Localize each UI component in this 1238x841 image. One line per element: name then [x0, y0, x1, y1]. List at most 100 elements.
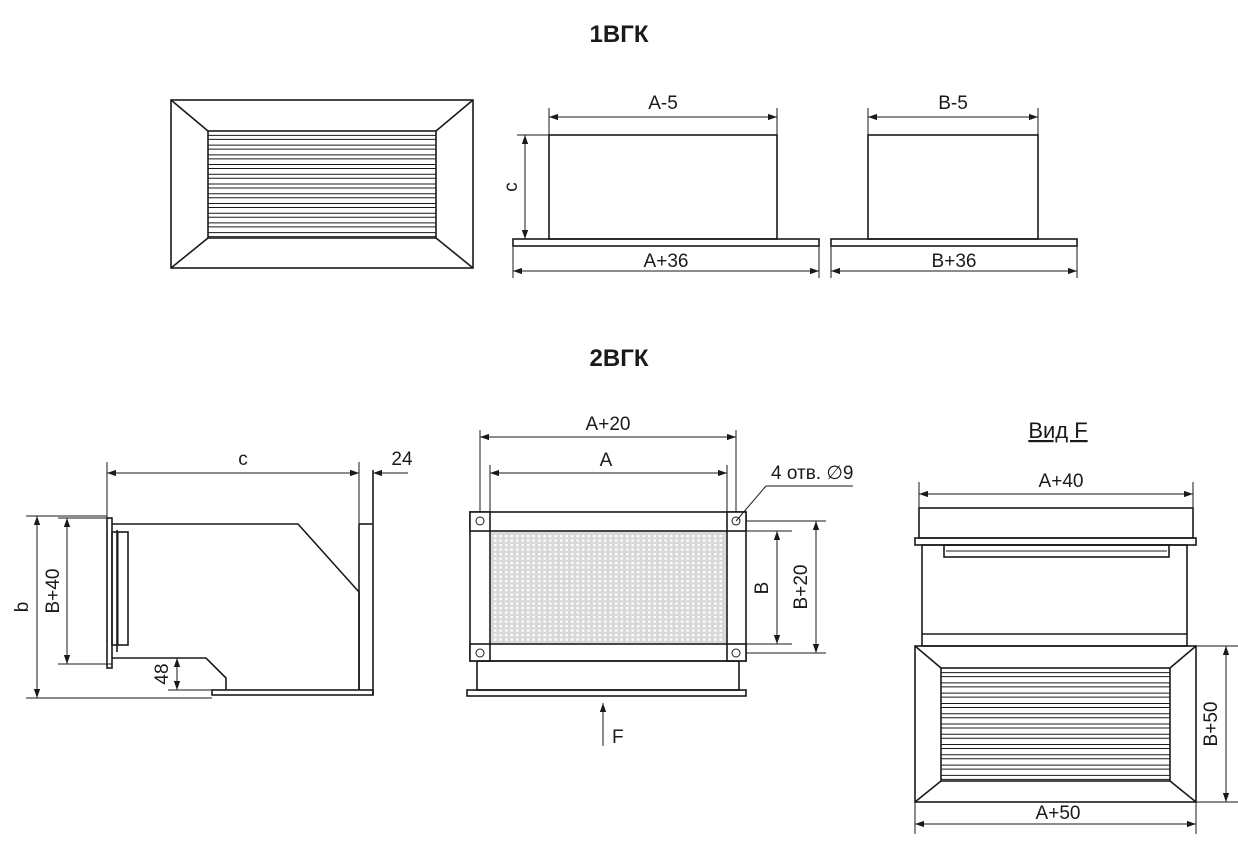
mesh-hole — [719, 535, 722, 538]
mesh-hole — [686, 616, 689, 619]
mesh-hole — [670, 548, 673, 551]
mesh-hole — [631, 535, 634, 538]
mesh-hole — [549, 607, 552, 610]
mesh-hole — [543, 548, 546, 551]
mesh-hole — [521, 575, 524, 578]
mesh-hole — [664, 589, 667, 592]
mesh-hole — [532, 557, 535, 560]
mesh-hole — [560, 625, 563, 628]
mesh-hole — [598, 634, 601, 637]
mesh-hole — [670, 544, 673, 547]
mesh-hole — [521, 602, 524, 605]
mesh-hole — [681, 625, 684, 628]
mesh-hole — [582, 580, 585, 583]
mesh-hole — [659, 584, 662, 587]
mesh-hole — [648, 575, 651, 578]
mesh-hole — [505, 535, 508, 538]
mesh-hole — [532, 553, 535, 556]
mesh-hole — [510, 602, 513, 605]
mesh-hole — [675, 620, 678, 623]
mesh-hole — [719, 593, 722, 596]
mesh-hole — [609, 535, 612, 538]
mesh-hole — [681, 557, 684, 560]
mesh-hole — [532, 571, 535, 574]
mesh-hole — [582, 625, 585, 628]
mesh-hole — [505, 598, 508, 601]
mesh-hole — [576, 557, 579, 560]
mesh-hole — [571, 611, 574, 614]
mesh-hole — [697, 638, 700, 641]
mesh-hole — [593, 571, 596, 574]
mesh-hole — [532, 602, 535, 605]
mesh-hole — [664, 611, 667, 614]
mesh-hole — [664, 584, 667, 587]
mesh-hole — [631, 548, 634, 551]
mesh-hole — [527, 571, 530, 574]
mesh-hole — [675, 625, 678, 628]
mesh-hole — [593, 544, 596, 547]
mesh-hole — [626, 580, 629, 583]
mesh-hole — [670, 553, 673, 556]
mesh-hole — [494, 620, 497, 623]
mesh-hole — [708, 548, 711, 551]
mesh-hole — [686, 571, 689, 574]
mesh-hole — [521, 580, 524, 583]
mesh-hole — [697, 634, 700, 637]
mesh-hole — [648, 566, 651, 569]
mesh-hole — [620, 553, 623, 556]
mesh-hole — [571, 575, 574, 578]
mesh-hole — [659, 598, 662, 601]
mesh-hole — [697, 562, 700, 565]
mesh-hole — [653, 562, 656, 565]
mesh-hole — [719, 616, 722, 619]
mesh-hole — [681, 607, 684, 610]
mesh-hole — [516, 611, 519, 614]
mesh-hole — [615, 634, 618, 637]
mesh-hole — [532, 598, 535, 601]
mesh-hole — [670, 575, 673, 578]
mesh-hole — [593, 598, 596, 601]
mesh-hole — [510, 625, 513, 628]
mesh-hole — [527, 575, 530, 578]
mesh-hole — [505, 638, 508, 641]
mesh-hole — [653, 548, 656, 551]
mesh-hole — [686, 584, 689, 587]
mesh-hole — [648, 634, 651, 637]
mesh-hole — [653, 580, 656, 583]
mesh-hole — [527, 562, 530, 565]
mesh-hole — [543, 634, 546, 637]
mesh-hole — [719, 607, 722, 610]
mesh-hole — [664, 607, 667, 610]
mesh-hole — [587, 634, 590, 637]
mesh-hole — [538, 562, 541, 565]
mesh-hole — [609, 544, 612, 547]
mesh-hole — [642, 535, 645, 538]
mesh-hole — [538, 580, 541, 583]
mesh-hole — [615, 539, 618, 542]
mesh-hole — [587, 557, 590, 560]
mesh-hole — [681, 580, 684, 583]
mesh-hole — [549, 566, 552, 569]
mesh-hole — [527, 616, 530, 619]
mesh-hole — [719, 611, 722, 614]
mesh-hole — [532, 589, 535, 592]
mesh-hole — [505, 539, 508, 542]
mesh-hole — [538, 584, 541, 587]
mesh-hole — [670, 557, 673, 560]
mesh-hole — [703, 539, 706, 542]
mesh-hole — [576, 634, 579, 637]
mesh-hole — [604, 566, 607, 569]
mesh-hole — [582, 562, 585, 565]
mesh-hole — [538, 616, 541, 619]
mesh-hole — [499, 553, 502, 556]
mesh-hole — [543, 580, 546, 583]
mesh-hole — [719, 544, 722, 547]
mesh-hole — [637, 548, 640, 551]
mesh-hole — [499, 571, 502, 574]
mesh-hole — [675, 548, 678, 551]
mesh-hole — [664, 539, 667, 542]
mesh-hole — [681, 593, 684, 596]
mesh-hole — [549, 539, 552, 542]
mesh-hole — [560, 593, 563, 596]
mesh-hole — [697, 535, 700, 538]
